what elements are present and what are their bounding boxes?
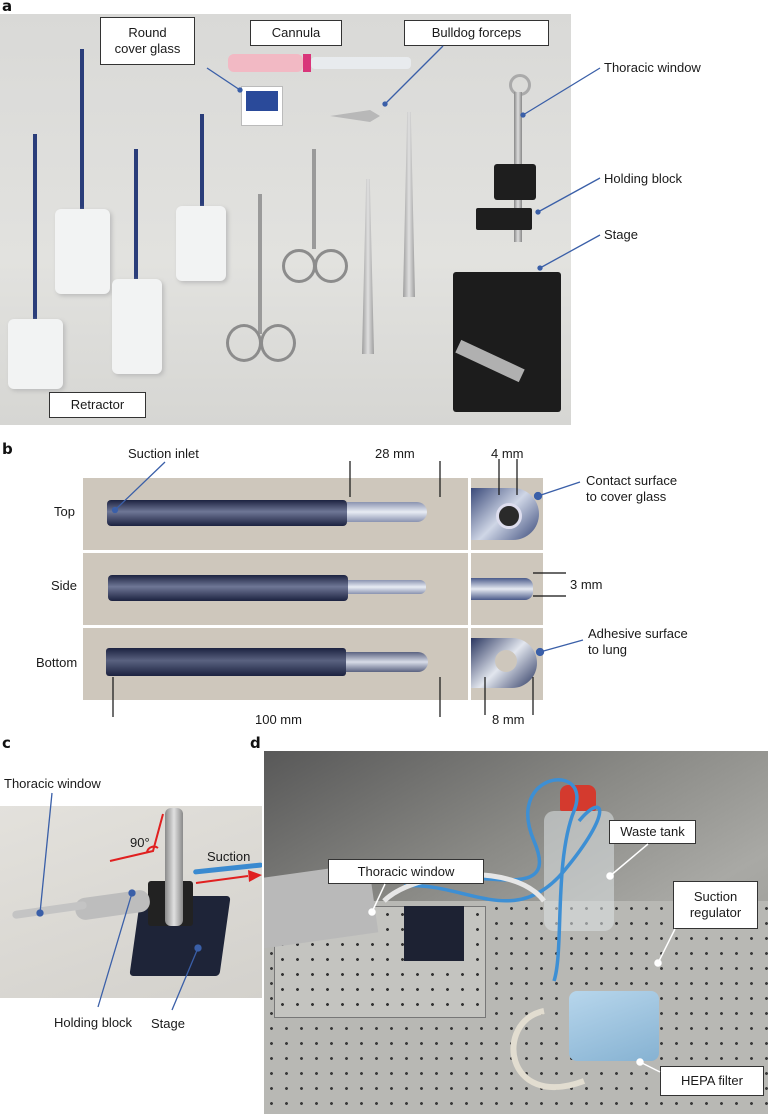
panel-letter-c: c: [2, 734, 11, 752]
panel-letter-b: b: [2, 440, 13, 458]
retractor-rod: [80, 49, 84, 249]
label-waste-tank: Waste tank: [609, 820, 696, 844]
label-bulldog-forceps: Bulldog forceps: [404, 20, 549, 46]
retractor-block: [8, 319, 63, 389]
label-adhesive-surface-l1: Adhesive surface: [588, 626, 688, 641]
retractor-rod: [33, 134, 37, 344]
tweezers: [362, 179, 374, 354]
scissors-ring: [314, 249, 348, 283]
scissors-blade: [258, 194, 262, 334]
label-contact-surface-l1: Contact surface: [586, 473, 678, 488]
retractor-block: [176, 206, 226, 281]
scissors-ring: [260, 324, 296, 362]
label-contact-surface-l2: to cover glass: [586, 489, 667, 504]
panel-d-photo-setup: [264, 751, 768, 1114]
tweezers: [403, 112, 415, 297]
label-suction-regulator: Suction regulator: [673, 881, 758, 929]
tubing: [382, 778, 602, 1091]
cannula-body: [228, 54, 303, 72]
label-dim-100mm: 100 mm: [255, 712, 302, 727]
photo-side-closeup: [471, 553, 543, 625]
label-dim-4mm: 4 mm: [491, 446, 524, 461]
label-thoracic-window-d: Thoracic window: [328, 859, 484, 884]
label-suction-inlet: Suction inlet: [128, 446, 199, 461]
cannula-needle: [311, 57, 411, 69]
label-hepa-filter: HEPA filter: [660, 1066, 764, 1096]
label-thoracic-window-a: Thoracic window: [604, 60, 701, 75]
row-label-bottom: Bottom: [36, 655, 78, 670]
thoracic-window-c: [11, 900, 88, 920]
vertical-rod-c: [165, 808, 183, 926]
photo-side-view: [83, 553, 468, 625]
retractor-rod: [200, 114, 204, 224]
photo-top-closeup: [471, 478, 543, 550]
label-text: Suction: [693, 889, 738, 904]
label-text: Round: [128, 25, 167, 40]
label-dim-8mm: 8 mm: [492, 712, 525, 727]
cannula-band: [303, 54, 311, 72]
label-suction: Suction: [207, 849, 251, 864]
holding-block: [476, 208, 532, 230]
scissors-ring: [226, 324, 262, 362]
label-text: regulator: [689, 905, 742, 920]
scissors-ring: [282, 249, 316, 283]
row-label-side: Side: [51, 578, 78, 593]
waste-tank: [544, 811, 614, 931]
label-round-cover-glass: Round cover glass: [100, 17, 195, 65]
label-stage-a: Stage: [604, 227, 638, 242]
label-thoracic-window-c: Thoracic window: [4, 776, 101, 791]
photo-bottom-closeup: [471, 628, 543, 700]
photo-top-view: [83, 478, 468, 550]
row-label-top: Top: [54, 504, 75, 519]
cover-glass-box: [241, 86, 283, 126]
retractor-block: [55, 209, 110, 294]
stage-block-d: [404, 906, 464, 961]
label-text: cover glass: [114, 41, 181, 56]
label-angle-90: 90°: [130, 835, 150, 850]
label-cannula: Cannula: [250, 20, 342, 46]
photo-bottom-view: [83, 628, 468, 700]
bulldog-forceps: [330, 110, 380, 122]
label-adhesive-surface-l2: to lung: [588, 642, 628, 657]
panel-letter-a: a: [2, 0, 13, 15]
panel-a-photo-instruments: [0, 14, 571, 425]
label-dim-3mm: 3 mm: [570, 577, 603, 592]
retractor-rod: [134, 149, 138, 289]
retractor-block: [112, 279, 162, 374]
label-retractor: Retractor: [49, 392, 146, 418]
stage-block: [453, 272, 561, 412]
label-dim-28mm: 28 mm: [375, 446, 415, 461]
label-stage-c: Stage: [151, 1016, 185, 1031]
panel-letter-d: d: [250, 734, 261, 752]
label-holding-block-c: Holding block: [54, 1015, 133, 1030]
scissors-blade: [312, 149, 316, 249]
suction-regulator: [569, 991, 659, 1061]
label-holding-block-a: Holding block: [604, 171, 683, 186]
holding-block-clamp: [494, 164, 536, 200]
